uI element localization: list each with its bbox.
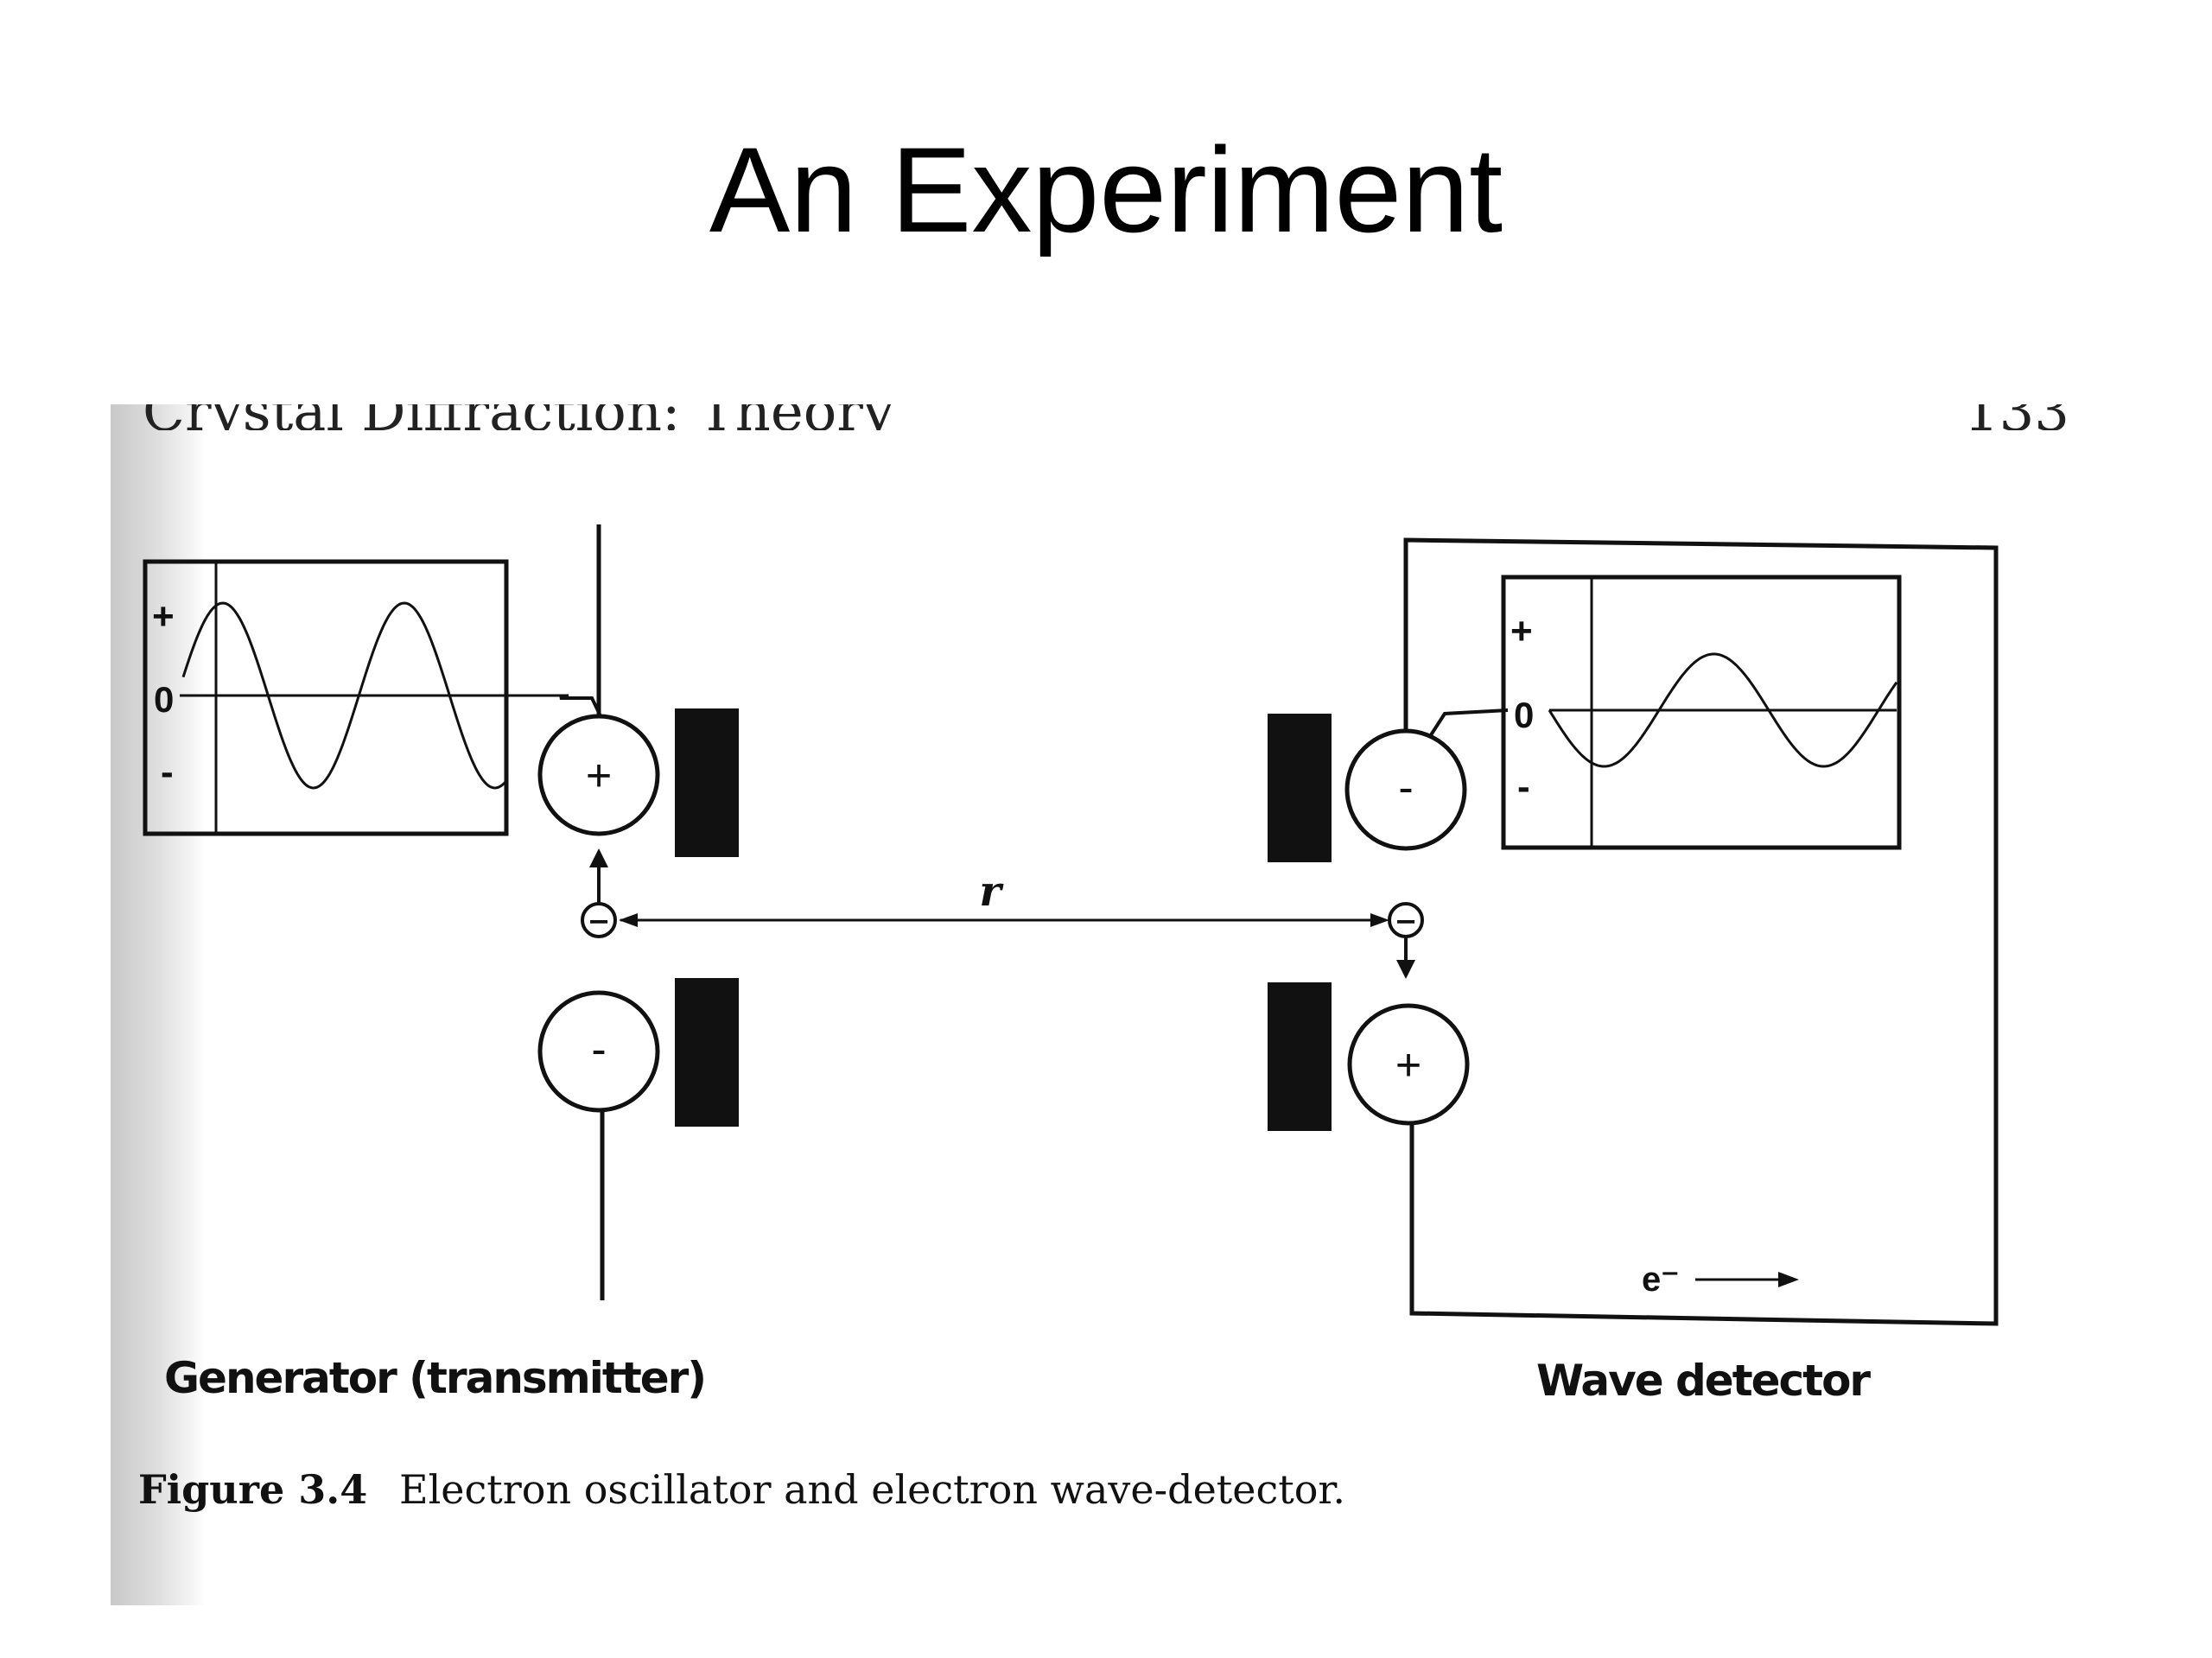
detector-scope-minus-label: - xyxy=(1517,765,1530,808)
electron-up-arrowhead xyxy=(589,848,608,867)
detector-scope-zero-label: 0 xyxy=(1514,695,1534,735)
detector-circuit: - − + e⁻ xyxy=(1268,537,1999,1326)
detector-label: Wave detector xyxy=(1536,1356,1871,1406)
generator-scope-minus-label: - xyxy=(161,751,174,793)
figure-caption-text: Electron oscillator and electron wave-de… xyxy=(399,1466,1345,1513)
electron-flow-label: e⁻ xyxy=(1642,1261,1679,1299)
slide-title: An Experiment xyxy=(709,122,1503,257)
detector-electron xyxy=(1388,902,1424,938)
detector-negative-sign: - xyxy=(1398,763,1413,813)
generator-scope-plus-label: + xyxy=(152,595,175,638)
detector-scope-lead xyxy=(1424,708,1509,745)
detector-scope-frame xyxy=(1501,575,1902,850)
distance-left-arrowhead xyxy=(619,913,638,927)
page-gutter-shadow xyxy=(111,404,206,1605)
detector-positive-sign: + xyxy=(1395,1040,1421,1090)
detector-lower-plate xyxy=(1268,982,1332,1131)
generator-electron-symbol: − xyxy=(588,905,611,937)
scanned-figure-page xyxy=(111,404,2098,1605)
running-header-page-number: 133 xyxy=(1964,380,2069,444)
detector-upper-plate xyxy=(1268,714,1332,862)
figure-number: Figure 3.4 xyxy=(138,1466,367,1513)
generator-sine-wave xyxy=(181,601,508,790)
generator-label: Generator (transmitter) xyxy=(164,1353,705,1403)
generator-scope-frame xyxy=(143,559,509,836)
generator-positive-terminal xyxy=(537,714,660,836)
distance-label: r xyxy=(979,867,1004,916)
generator-positive-sign: + xyxy=(586,751,612,801)
distance-indicator: r xyxy=(619,867,1389,927)
electron-flow-arrowhead xyxy=(1778,1272,1799,1287)
generator-circuit: + − - xyxy=(537,524,739,1300)
detector-negative-terminal xyxy=(1344,728,1467,851)
detector-electron-symbol: − xyxy=(1395,905,1418,937)
generator-negative-sign: - xyxy=(591,1025,606,1075)
detector-positive-terminal xyxy=(1347,1003,1470,1126)
detector-return-loop xyxy=(1403,537,1999,1326)
detector-scope-plus-label: + xyxy=(1510,610,1533,652)
generator-lower-plate xyxy=(675,978,739,1127)
running-header-left: Crystal Diffraction: Theory xyxy=(143,380,894,444)
running-header: Crystal Diffraction: Theory 133 xyxy=(143,380,2069,444)
figure-caption: Figure 3.4 Electron oscillator and elect… xyxy=(138,1466,1345,1513)
generator-negative-terminal xyxy=(537,990,660,1113)
detector-sine-wave xyxy=(1548,652,1898,768)
distance-right-arrowhead xyxy=(1370,913,1389,927)
electron-down-arrowhead xyxy=(1396,960,1415,979)
generator-electron xyxy=(581,902,617,938)
generator-scope-zero-label: 0 xyxy=(154,679,174,720)
generator-upper-plate xyxy=(675,708,739,857)
detector-oscilloscope: + 0 - xyxy=(1501,575,1902,850)
generator-oscilloscope: + 0 - xyxy=(143,559,569,836)
